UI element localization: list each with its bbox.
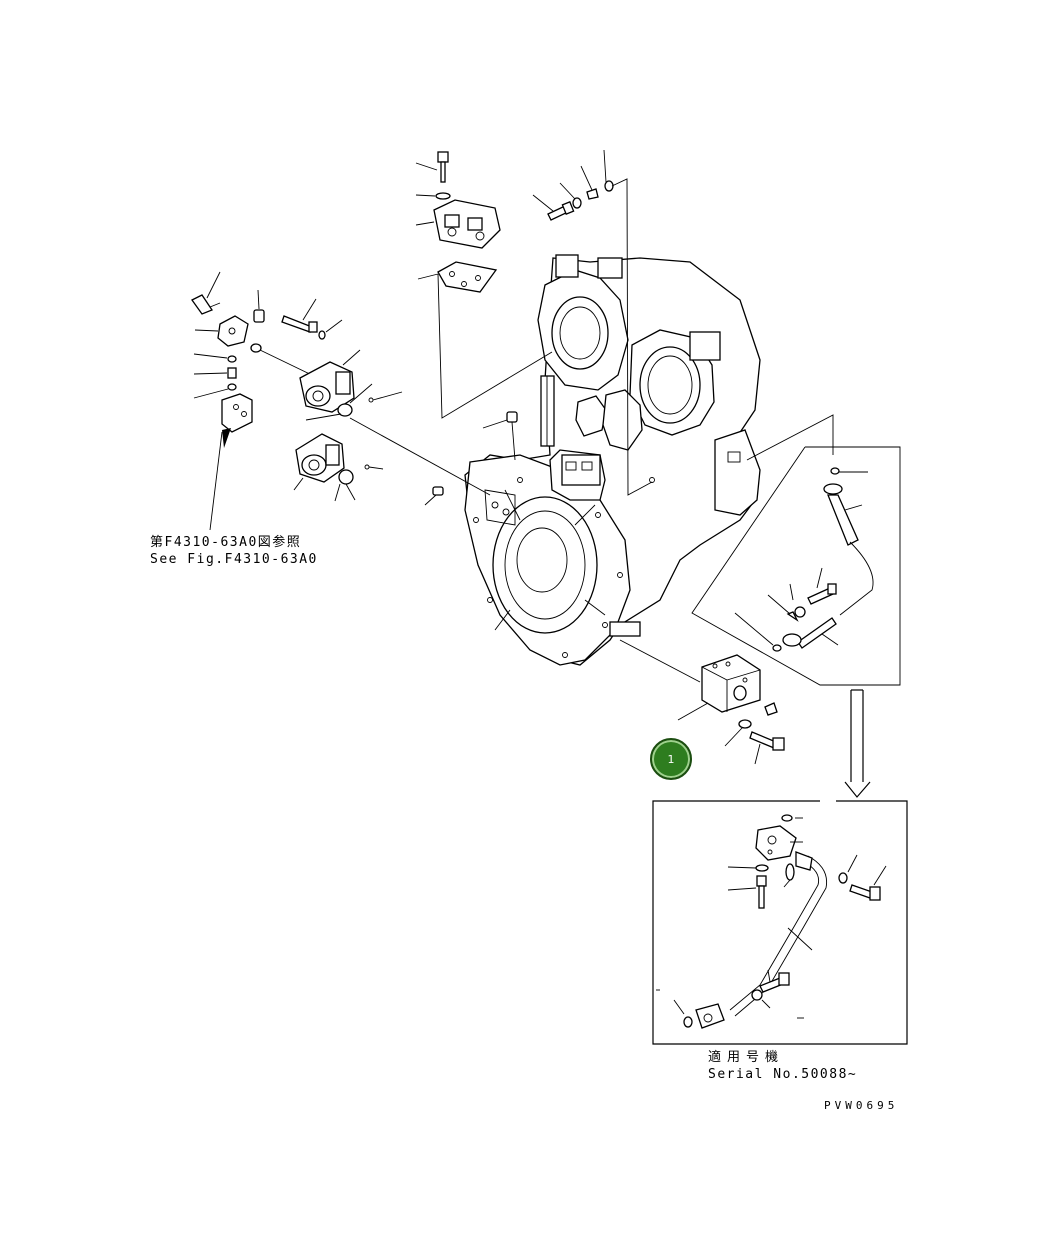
serial-note: 適用号機 Serial No.50088~ (708, 1049, 857, 1083)
serial-note-english: Serial No.50088~ (708, 1067, 858, 1082)
serial-note-japanese: 適用号機 (708, 1050, 785, 1065)
down-arrow-icon (844, 689, 871, 798)
case-plugs (424, 411, 518, 506)
reference-note: 第F4310-63A0図参照 See Fig.F4310-63A0 (150, 534, 318, 568)
manifold-block (619, 639, 785, 765)
serial-inset-box (652, 800, 908, 1045)
callout-number: 1 (667, 752, 675, 766)
top-right-bolts (532, 149, 653, 496)
hose-group (691, 414, 901, 686)
reference-note-japanese: 第F4310-63A0図参照 (150, 535, 302, 550)
top-valve-assembly (415, 151, 553, 419)
reference-note-english: See Fig.F4310-63A0 (150, 552, 318, 567)
transmission-case (464, 254, 761, 666)
left-pump-group (191, 271, 491, 531)
flange-bolt-holes (473, 477, 655, 658)
callout-marker-1[interactable]: 1 (650, 738, 692, 780)
drawing-code: PVW0695 (824, 1099, 899, 1112)
